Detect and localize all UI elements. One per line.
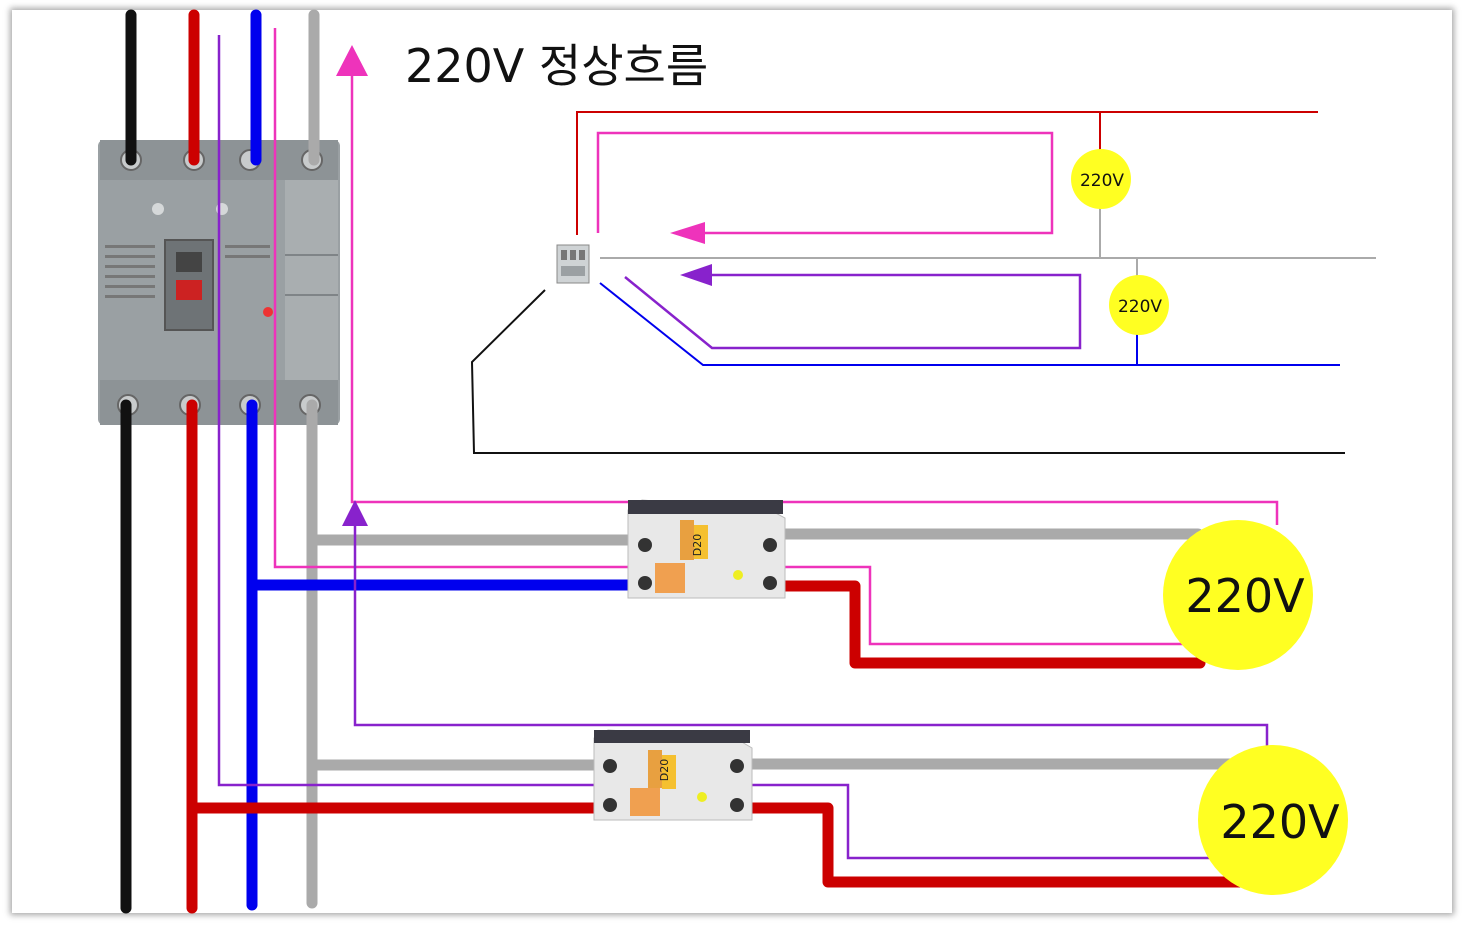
flow-purple-return [353,520,1269,748]
load-big-2-label: 220V [1220,795,1340,849]
branch1-red-out [764,580,1206,669]
arrow-pink-up [336,45,368,76]
schematic-black-line [470,289,1345,454]
branch2-red-out [732,802,1246,888]
schematic-pink-arrow [670,222,705,244]
schematic-purple-arrow [680,264,712,286]
load-big-2: 220V [1198,745,1348,895]
breaker2-label: D20 [658,759,671,781]
load-big-1-label: 220V [1185,569,1305,623]
schematic-breaker-icon [556,244,590,284]
breaker1-label: D20 [691,534,704,556]
flow-pink-return [350,70,1279,525]
schematic-blue-line [599,282,1340,366]
rcd-breaker-1: D20 [627,499,786,599]
supply-wires-top [125,9,320,166]
arrow-purple-up [342,500,368,526]
load-big-1: 220V [1163,520,1313,670]
rcd-breaker-2: D20 [593,729,753,821]
schematic-purple-flow [624,273,1082,350]
schematic-load-upper-label: 220V [1080,171,1124,191]
flow-purple-loop [217,35,1210,860]
flow-pink-loop [273,28,1185,646]
schematic-pink-flow [596,131,1054,235]
schematic [470,111,1376,454]
schematic-red-line [576,111,1318,235]
outgoing-wires [120,399,1246,914]
schematic-load-lower-label: 220V [1118,297,1162,317]
current-flow-lines [217,28,1279,860]
diagram-title: 220V 정상흐름 [405,39,709,93]
